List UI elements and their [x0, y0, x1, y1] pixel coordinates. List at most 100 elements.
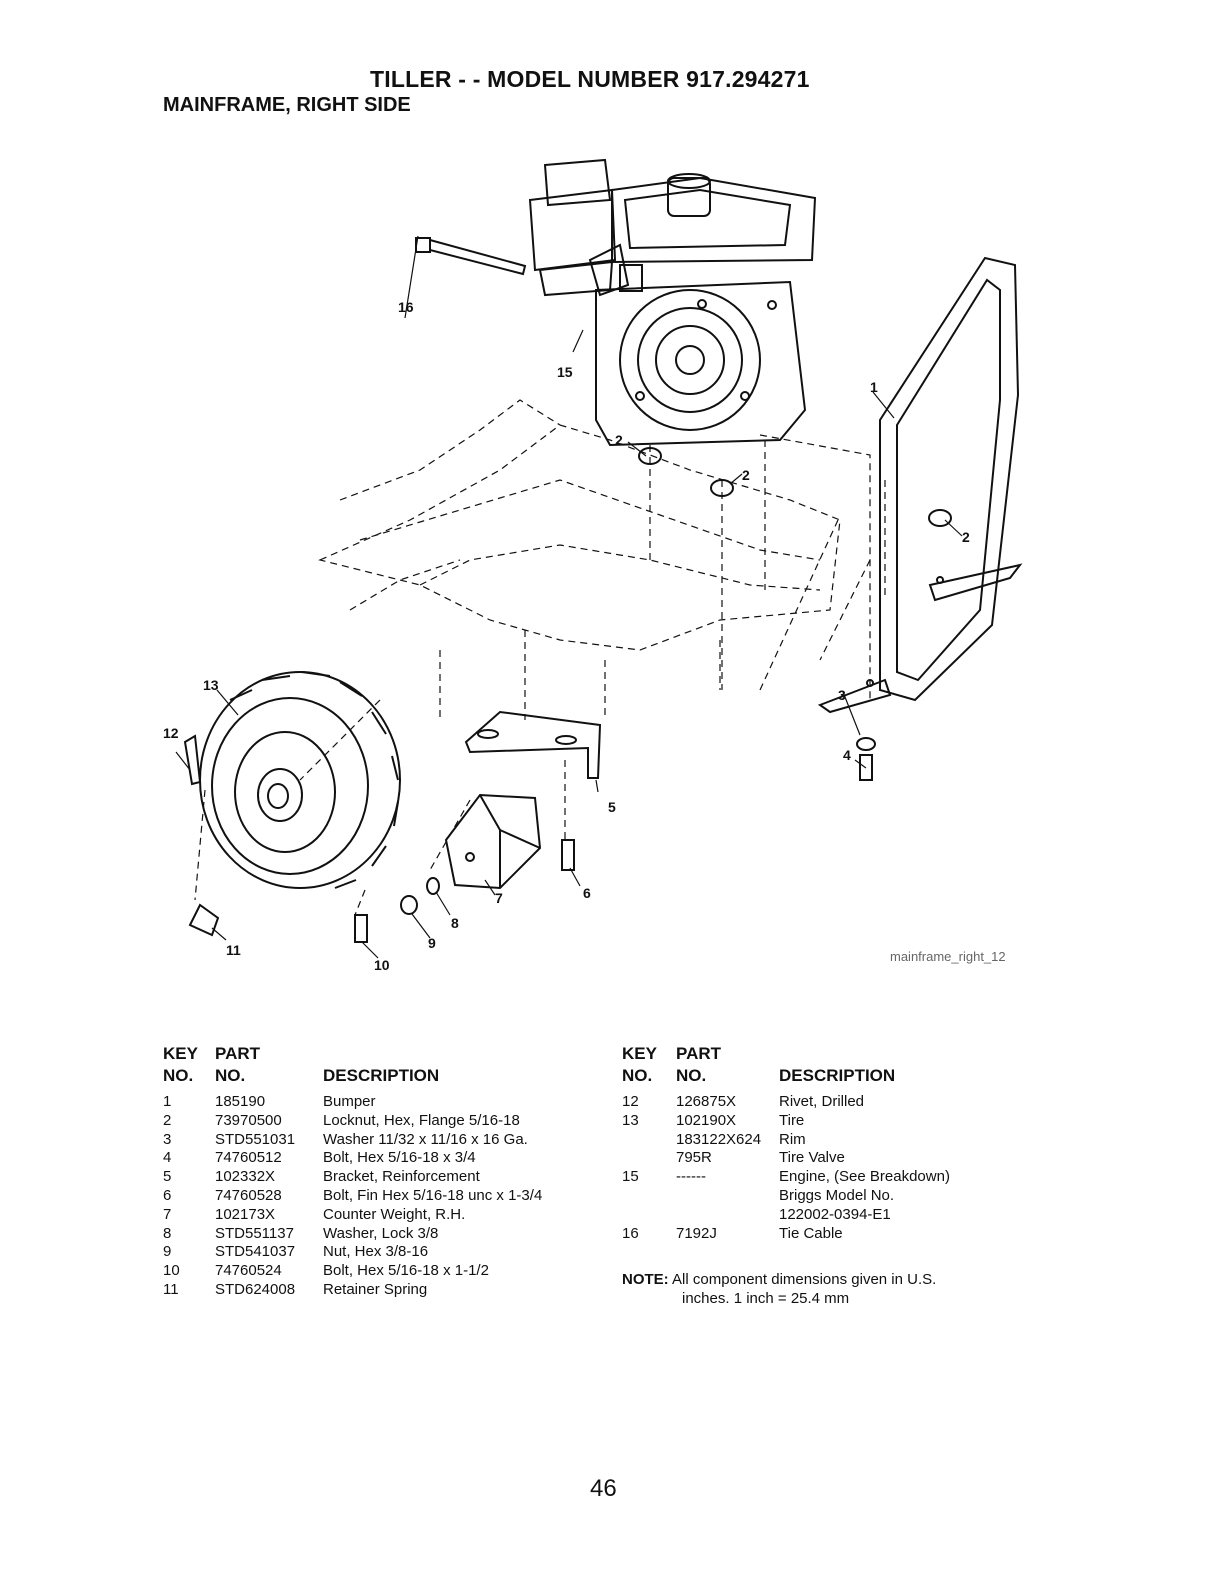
- callout-6: 6: [583, 885, 591, 901]
- tie-cable-drawing: [415, 237, 527, 276]
- part-no: 74760512: [215, 1149, 282, 1167]
- table-row: 183122X624 Rim: [622, 1131, 1042, 1150]
- part-description: Tire: [779, 1111, 805, 1129]
- part-no: 185190: [215, 1093, 266, 1110]
- key-no: 12: [622, 1093, 639, 1110]
- callout-13: 13: [203, 677, 219, 693]
- part-header-no: NO.: [676, 1066, 707, 1085]
- part-description: Nut, Hex 3/8-16: [323, 1243, 429, 1261]
- key-no: 15: [622, 1168, 639, 1186]
- part-description: Rivet, Drilled: [779, 1093, 865, 1110]
- part-description: Bolt, Hex 5/16-18 x 3/4: [323, 1149, 476, 1167]
- part-no: 183122X624: [676, 1130, 762, 1148]
- callout-9: 9: [428, 935, 436, 951]
- page-title: TILLER - - MODEL NUMBER 917.294271: [370, 66, 810, 92]
- table-row: 7 102173X Counter Weight, R.H.: [163, 1206, 593, 1225]
- part-no: 795R: [676, 1149, 712, 1167]
- callout-2c: 2: [962, 529, 970, 545]
- part-no: STD551031: [215, 1130, 296, 1148]
- part-no: STD541037: [215, 1243, 296, 1261]
- note-line-1: All component dimensions given in U.S.: [672, 1271, 937, 1288]
- engine-drawing: [528, 158, 817, 447]
- callout-8: 8: [451, 915, 459, 931]
- part-no: STD551137: [215, 1224, 294, 1242]
- key-no: 6: [163, 1186, 172, 1204]
- bracket-drawing: [464, 710, 602, 779]
- part-description: Bolt, Hex 5/16-18 x 1-1/2: [323, 1262, 489, 1280]
- note-label: NOTE:: [622, 1271, 669, 1288]
- key-no: 11: [163, 1280, 179, 1298]
- part-header: PART: [676, 1044, 722, 1063]
- table-row: 5 102332X Bracket, Reinforcement: [163, 1168, 593, 1187]
- table-row: 13 102190X Tire: [622, 1112, 1042, 1131]
- part-header-no: NO.: [215, 1066, 246, 1085]
- part-no: 126875X: [676, 1093, 737, 1110]
- key-header-no: NO.: [163, 1066, 194, 1085]
- callout-10: 10: [374, 957, 390, 973]
- part-no: 102190X: [676, 1111, 737, 1129]
- description-header: DESCRIPTION: [779, 1066, 896, 1085]
- callout-2b: 2: [742, 467, 750, 483]
- diagram-image-id: mainframe_right_12: [890, 949, 1006, 964]
- part-description: Washer 11/32 x 11/16 x 16 Ga.: [323, 1130, 528, 1148]
- callout-1: 1: [870, 379, 878, 395]
- key-no: 10: [163, 1262, 180, 1280]
- callout-16: 16: [398, 299, 414, 315]
- key-no: 2: [163, 1111, 172, 1129]
- table-row: 10 74760524 Bolt, Hex 5/16-18 x 1-1/2: [163, 1262, 593, 1281]
- part-description: 122002-0394-E1: [779, 1205, 891, 1223]
- description-header: DESCRIPTION: [323, 1066, 440, 1085]
- key-no: 1: [163, 1093, 172, 1110]
- key-no: 9: [163, 1243, 172, 1261]
- callout-labels: 16 15 1 2 2 2 13 12 3 4 5 6 7 8 9 10 11: [163, 299, 970, 973]
- key-no: 16: [622, 1224, 639, 1242]
- part-no: ------: [676, 1168, 706, 1186]
- part-description: Briggs Model No.: [779, 1186, 895, 1204]
- callout-5: 5: [608, 799, 616, 815]
- key-header-no: NO.: [622, 1066, 653, 1085]
- callout-11: 11: [226, 942, 241, 958]
- callout-12: 12: [163, 725, 179, 741]
- section-subtitle: MAINFRAME, RIGHT SIDE: [163, 94, 411, 116]
- table-row: Briggs Model No.: [622, 1187, 1042, 1206]
- bumper-drawing: [817, 256, 1023, 714]
- part-description: Bumper: [323, 1093, 376, 1110]
- counter-weight-drawing: [444, 793, 542, 890]
- key-no: 7: [163, 1205, 172, 1223]
- key-no: 5: [163, 1168, 172, 1186]
- part-description: Locknut, Hex, Flange 5/16-18: [323, 1111, 520, 1129]
- key-header: KEY: [163, 1044, 198, 1063]
- callout-2a: 2: [615, 432, 623, 448]
- table-row: 12 126875X Rivet, Drilled: [622, 1093, 1042, 1112]
- part-description: Tie Cable: [779, 1224, 843, 1242]
- table-row: 15------Engine, (See Breakdown): [622, 1168, 1042, 1187]
- tire-drawing: [199, 671, 401, 889]
- page-number: 46: [590, 1475, 617, 1502]
- part-no: 102332X: [215, 1168, 276, 1186]
- parts-list-left: KEY PART NO. NO. DESCRIPTION 1 185190 Bump…: [163, 1043, 593, 1300]
- callout-3: 3: [838, 687, 846, 703]
- table-row: 1 185190 Bumper: [163, 1093, 593, 1112]
- key-no: 13: [622, 1111, 639, 1129]
- units-note: NOTE: All component dimensions given in …: [622, 1270, 1042, 1308]
- table-row: 8 STD551137 Washer, Lock 3/8: [163, 1225, 593, 1244]
- part-header: PART: [215, 1044, 261, 1063]
- part-description: Rim: [779, 1130, 806, 1148]
- exploded-parts-diagram: 16 15 1 2 2 2 13 12 3 4 5 6 7 8 9 10 11: [163, 158, 1023, 973]
- part-description: Counter Weight, R.H.: [323, 1205, 466, 1223]
- part-no: 74760524: [215, 1262, 282, 1280]
- key-no: 8: [163, 1224, 172, 1242]
- part-description: Bracket, Reinforcement: [323, 1168, 480, 1186]
- part-description: Washer, Lock 3/8: [323, 1224, 439, 1242]
- part-no: 102173X: [215, 1205, 276, 1223]
- callout-4: 4: [843, 747, 851, 763]
- part-description: Bolt, Fin Hex 5/16-18 unc x 1-3/4: [323, 1186, 543, 1204]
